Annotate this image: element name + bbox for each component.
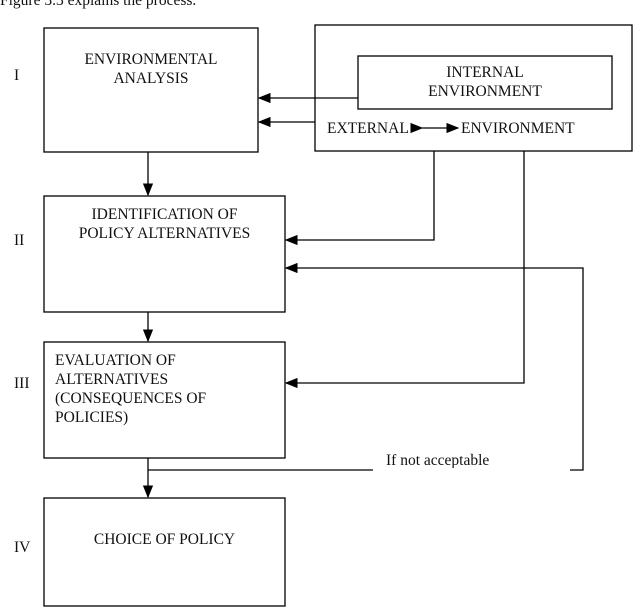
- box-evaluation: [43, 341, 286, 459]
- stage-iii-label: EVALUATION OF ALTERNATIVES (CONSEQUENCES…: [55, 351, 206, 427]
- box-identification: [43, 195, 286, 313]
- label-line: INTERNAL: [446, 64, 524, 81]
- arrow-environment-to-ii: [284, 151, 435, 246]
- label-line: (CONSEQUENCES OF: [55, 390, 207, 407]
- stage-ii-label: IDENTIFICATION OF POLICY ALTERNATIVES: [44, 205, 285, 243]
- label-line: CHOICE OF POLICY: [93, 531, 236, 548]
- label-line: ENVIRONMENTAL: [84, 51, 218, 68]
- numeral-ii: II: [14, 232, 25, 249]
- label-line: POLICIES): [55, 409, 129, 426]
- external-label-left: EXTERNAL: [327, 120, 409, 137]
- numeral-i: I: [14, 67, 20, 84]
- label-line: POLICY ALTERNATIVES: [78, 225, 251, 242]
- external-label-right: ENVIRONMENT: [461, 120, 575, 137]
- label-line: ENVIRONMENT: [428, 83, 542, 100]
- label-line: ANALYSIS: [113, 70, 189, 87]
- caption: Figure 3.3 explains the process.: [0, 0, 197, 9]
- label-line: ALTERNATIVES: [55, 371, 169, 388]
- arrow-environment-to-iii: [284, 151, 525, 389]
- loop-arrow-to-ii: [284, 262, 584, 471]
- loop-label: If not acceptable: [386, 452, 490, 468]
- box-environment: [314, 24, 633, 152]
- box-choice: [43, 497, 286, 607]
- box-environmental-analysis: [43, 27, 259, 153]
- box-internal-environment: [357, 55, 613, 110]
- internal-environment-label: INTERNAL ENVIRONMENT: [358, 63, 612, 101]
- label-line: EVALUATION OF: [55, 352, 176, 369]
- numeral-iii: III: [14, 375, 30, 392]
- numeral-iv: IV: [14, 539, 31, 556]
- label-line: IDENTIFICATION OF: [91, 206, 238, 223]
- stage-i-label: ENVIRONMENTAL ANALYSIS: [44, 50, 258, 88]
- stage-iv-label: CHOICE OF POLICY: [44, 530, 285, 549]
